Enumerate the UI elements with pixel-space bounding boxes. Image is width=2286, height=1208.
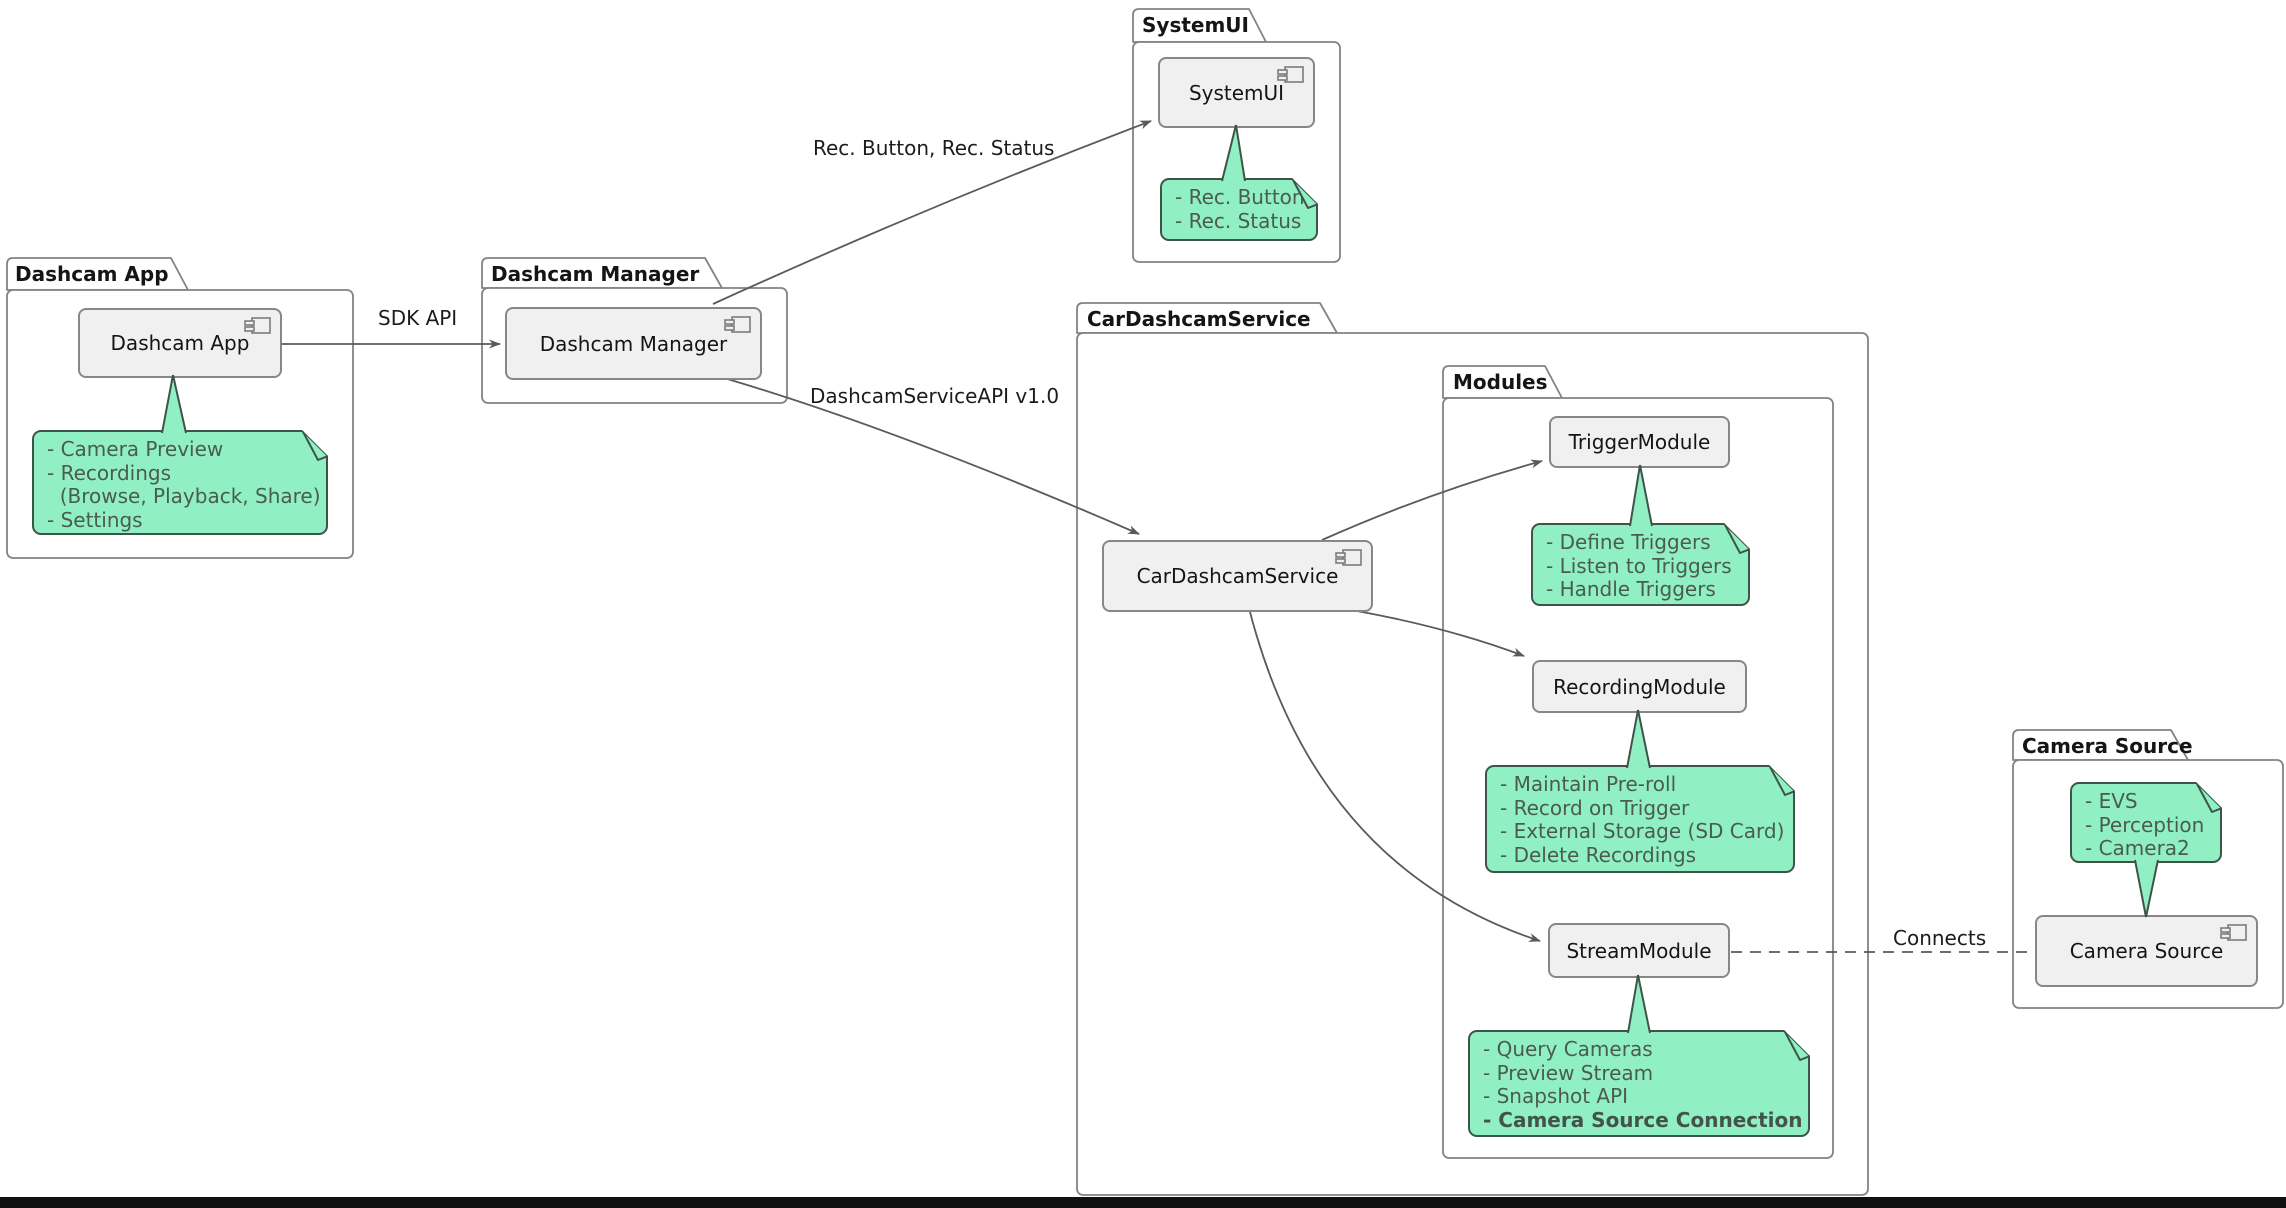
component-label: SystemUI	[1188, 80, 1285, 105]
component-camera-source: Camera Source	[2035, 915, 2258, 987]
edge-label-sdk-api: SDK API	[378, 306, 458, 330]
component-label: RecordingModule	[1553, 674, 1726, 699]
component-icon	[2220, 924, 2247, 941]
component-dashcam-manager: Dashcam Manager	[505, 307, 762, 380]
component-label: TriggerModule	[1568, 430, 1711, 454]
bottom-window-edge	[0, 1197, 2286, 1208]
note-line: - Handle Triggers	[1546, 577, 1716, 601]
note-recording-module: - Maintain Pre-roll - Record on Trigger …	[1485, 765, 1795, 873]
component-dashcam-app: Dashcam App	[78, 308, 282, 378]
note-line: - Rec. Status	[1175, 208, 1302, 233]
note-line: - Perception	[2085, 812, 2205, 837]
package-title-camera-source: Camera Source	[2022, 734, 2193, 758]
component-systemui: SystemUI	[1158, 57, 1315, 128]
note-line: - Delete Recordings	[1500, 842, 1697, 867]
note-line: - Settings	[47, 507, 143, 532]
component-label: Dashcam App	[110, 331, 250, 355]
note-line: - Camera2	[2085, 836, 2190, 860]
note-tail-camera-source	[2134, 859, 2159, 918]
note-tail-systemui	[1221, 124, 1246, 182]
component-label: Dashcam Manager	[539, 331, 728, 356]
note-fold-corner	[1765, 765, 1795, 799]
note-tail-dashcam-app	[161, 374, 187, 434]
edge-cds-to-trigger-module	[1321, 459, 1543, 541]
package-title-car-dashcam-service: CarDashcamService	[1087, 307, 1311, 331]
note-line: - Recordings	[47, 460, 172, 485]
note-fold-corner	[1780, 1030, 1810, 1064]
component-icon	[1335, 549, 1362, 566]
note-line: - Preview Stream	[1483, 1060, 1654, 1085]
note-line: - Listen to Triggers	[1546, 553, 1732, 578]
component-stream-module: StreamModule	[1548, 923, 1730, 978]
note-fold-corner	[1720, 523, 1750, 557]
component-label: Camera Source	[2069, 939, 2224, 963]
component-label: StreamModule	[1566, 938, 1712, 963]
note-tail-stream-module	[1627, 974, 1651, 1034]
package-title-modules: Modules	[1453, 370, 1548, 394]
note-line: - Camera Source Connection	[1483, 1107, 1803, 1132]
note-stream-module: - Query Cameras - Preview Stream - Snaps…	[1468, 1030, 1810, 1137]
note-fold-corner	[2192, 782, 2222, 816]
note-line: - Record on Trigger	[1500, 795, 1690, 820]
component-icon	[724, 316, 751, 333]
edge-label-dashcam-service-api: DashcamServiceAPI v1.0	[810, 384, 1060, 408]
note-systemui: - Rec. Button - Rec. Status	[1160, 178, 1318, 241]
note-fold-corner	[298, 430, 328, 464]
component-label: CarDashcamService	[1136, 564, 1339, 588]
note-trigger-module: - Define Triggers - Listen to Triggers -…	[1531, 523, 1750, 606]
note-fold-corner	[1288, 178, 1318, 212]
package-title-dashcam-app: Dashcam App	[15, 262, 169, 286]
component-car-dashcam-service: CarDashcamService	[1102, 540, 1373, 612]
note-camera-source: - EVS - Perception - Camera2	[2070, 782, 2222, 863]
edge-label-rec-button-status: Rec. Button, Rec. Status	[813, 136, 1055, 160]
note-line: (Browse, Playback, Share)	[47, 484, 321, 508]
edge-cds-to-recording-module	[1356, 610, 1525, 657]
component-trigger-module: TriggerModule	[1549, 416, 1730, 468]
note-line: - Maintain Pre-roll	[1500, 772, 1677, 796]
note-line: - External Storage (SD Card)	[1500, 819, 1785, 843]
note-tail-trigger-module	[1629, 464, 1653, 527]
component-recording-module: RecordingModule	[1532, 660, 1747, 713]
package-title-dashcam-manager: Dashcam Manager	[491, 262, 700, 286]
note-line: - Camera Preview	[47, 437, 224, 461]
note-line: - Define Triggers	[1546, 530, 1711, 554]
component-icon	[1277, 66, 1304, 83]
note-line: - Snapshot API	[1483, 1084, 1629, 1108]
edge-label-connects: Connects	[1893, 926, 1987, 950]
note-line: - Query Cameras	[1483, 1037, 1653, 1061]
note-tail-recording-module	[1626, 709, 1651, 769]
component-icon	[244, 317, 271, 334]
package-title-systemui: SystemUI	[1142, 13, 1249, 37]
note-dashcam-app: - Camera Preview - Recordings (Browse, P…	[32, 430, 328, 535]
